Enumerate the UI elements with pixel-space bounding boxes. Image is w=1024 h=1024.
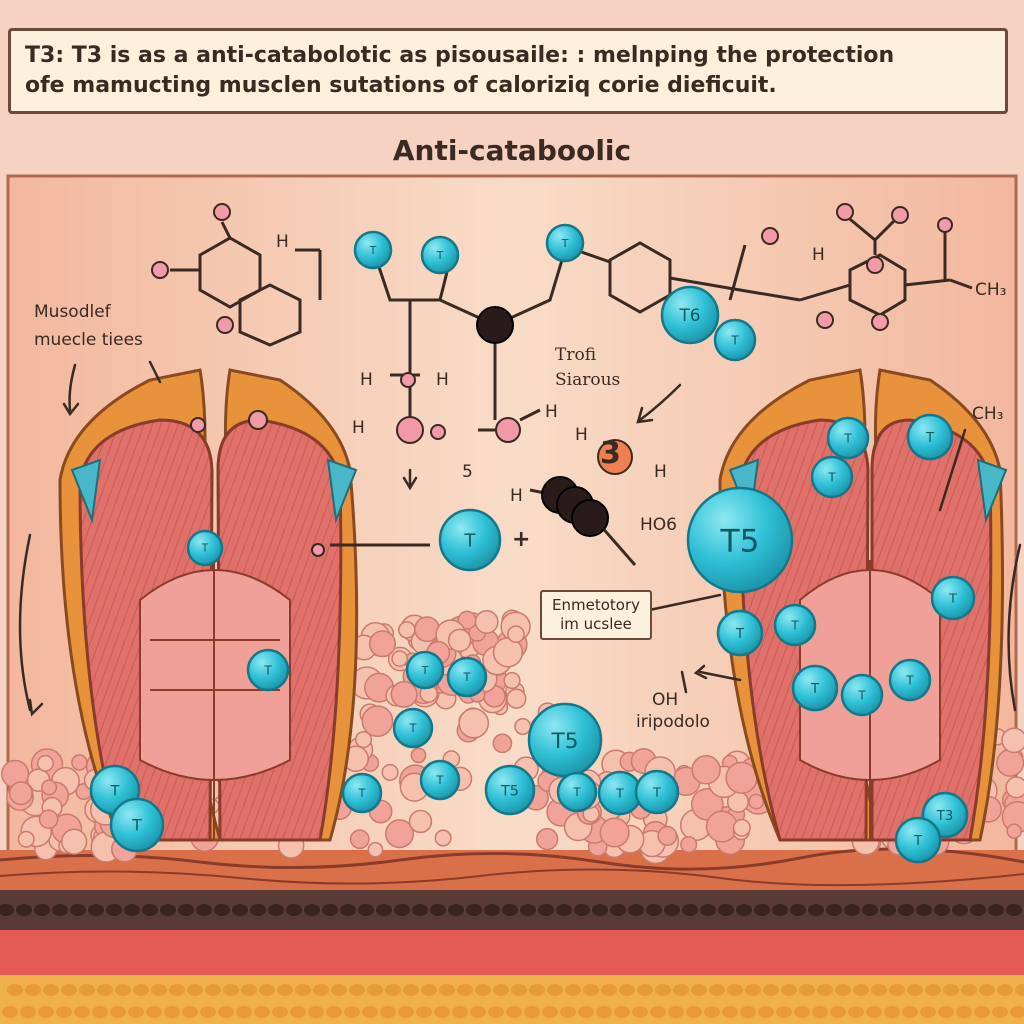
molecule-10: T	[186, 529, 224, 567]
enzyme-label-2: im ucslee	[560, 615, 632, 633]
molecule-label: T	[925, 431, 935, 446]
molecule-30: T	[888, 658, 932, 702]
molecule-26: T	[773, 603, 817, 647]
molecule-label: T	[790, 618, 799, 632]
molecule-8: T	[545, 223, 585, 263]
molecule-label: T	[810, 682, 820, 697]
molecule-27: T	[716, 609, 764, 657]
molecule-label: T5	[720, 523, 760, 559]
muscle-label-1: Musodlef	[34, 302, 111, 322]
muscle-label-2: muecle tiees	[34, 330, 143, 350]
molecule-label: T	[827, 470, 836, 484]
h-label-f: H	[545, 402, 558, 422]
molecule-13: T	[109, 797, 165, 853]
molecule-label: T	[857, 688, 866, 702]
number-3-label: 3	[600, 436, 621, 471]
enzyme-label-1: Enmetotory	[552, 596, 640, 614]
molecule-31: T	[894, 816, 942, 864]
subtitle: Anti-cataboolic	[392, 134, 632, 167]
h-label-e: H	[352, 418, 365, 438]
trofi-label-1: Trofi	[555, 345, 597, 365]
molecule-0: T5	[686, 486, 794, 594]
molecule-label: T5	[500, 783, 519, 799]
molecule-label: T	[421, 664, 429, 677]
molecule-label: T	[948, 591, 957, 606]
number-5-label: 5	[462, 462, 473, 482]
molecule-label: T	[615, 786, 624, 801]
molecule-7: T	[420, 235, 460, 275]
molecule-4: T5	[484, 764, 536, 816]
enzyme-label-box: Enmetotory im ucslee	[540, 590, 652, 640]
molecule-label: T	[735, 627, 745, 642]
trofi-label-2: Siarous	[555, 370, 621, 390]
molecule-label: T	[436, 773, 444, 787]
molecule-20: T	[597, 770, 643, 816]
ch3-label-top: CH₃	[972, 404, 1004, 424]
molecule-label: T	[464, 531, 477, 552]
arrows	[18, 360, 1022, 717]
left-muscle	[58, 368, 359, 842]
molecule-label: T	[913, 834, 923, 849]
atoms	[151, 203, 953, 557]
oh-label-2: iripodolo	[636, 712, 710, 732]
title-line-2: ofe mamucting musclen sutations of calor…	[25, 73, 777, 98]
molecule-label: T6	[679, 305, 701, 325]
molecule-19: T	[556, 771, 598, 813]
molecule-21: T	[634, 769, 680, 815]
plus-sign: +	[512, 527, 531, 552]
molecule-label: T	[131, 817, 142, 835]
molecule-6: T	[353, 230, 393, 270]
molecule-label: T	[652, 785, 661, 800]
molecule-25: T	[930, 575, 976, 621]
molecule-label: T	[905, 673, 914, 687]
h-label-h: H	[654, 462, 667, 482]
h-label-d: H	[436, 370, 449, 390]
molecule-22: T	[826, 416, 870, 460]
molecule-1: T5	[527, 702, 603, 778]
molecule-label: T	[463, 670, 471, 684]
molecule-29: T	[840, 673, 884, 717]
molecule-label: T	[573, 785, 581, 799]
molecule-label: T	[561, 237, 569, 250]
molecule-28: T	[791, 664, 839, 712]
molecule-label: T	[201, 544, 209, 555]
molecule-15: T	[446, 656, 488, 698]
molecule-9: T	[713, 318, 757, 362]
molecule-24: T	[810, 455, 854, 499]
tissue-cells	[0, 904, 1024, 1018]
h-label-i: H	[510, 486, 523, 506]
molecule-label: T	[110, 783, 120, 799]
title-line-1: T3: T3 is as a anti-catabolotic as pisou…	[25, 43, 895, 68]
molecule-17: T	[419, 759, 461, 801]
molecule-2: T	[438, 508, 502, 572]
molecule-14: T	[405, 650, 445, 690]
molecule-3: T6	[660, 285, 720, 345]
molecule-18: T	[341, 772, 383, 814]
oh-label-1: OH	[652, 690, 679, 710]
molecule-label: T5	[551, 729, 579, 754]
molecule-label: T	[843, 431, 852, 445]
molecule-11: T	[246, 648, 290, 692]
molecule-23: T	[906, 413, 954, 461]
molecule-label: T	[409, 721, 417, 735]
ho6-label: HO6	[640, 515, 677, 535]
molecule-label: T	[730, 333, 739, 347]
molecule-label: T	[263, 663, 272, 677]
molecule-label: T3	[936, 809, 953, 824]
molecule-label: T	[358, 786, 366, 800]
molecule-label: T	[369, 244, 377, 257]
tissue-layers	[0, 847, 1024, 1024]
h-label-a: H	[276, 232, 289, 252]
h-label-b: H	[812, 245, 825, 265]
ch3-label-right: CH₃	[975, 280, 1007, 300]
h-label-c: H	[360, 370, 373, 390]
molecule-label: T	[436, 249, 444, 262]
molecule-16: T	[392, 707, 434, 749]
title-banner: T3: T3 is as a anti-catabolotic as pisou…	[8, 28, 1008, 114]
h-label-g: H	[575, 425, 588, 445]
